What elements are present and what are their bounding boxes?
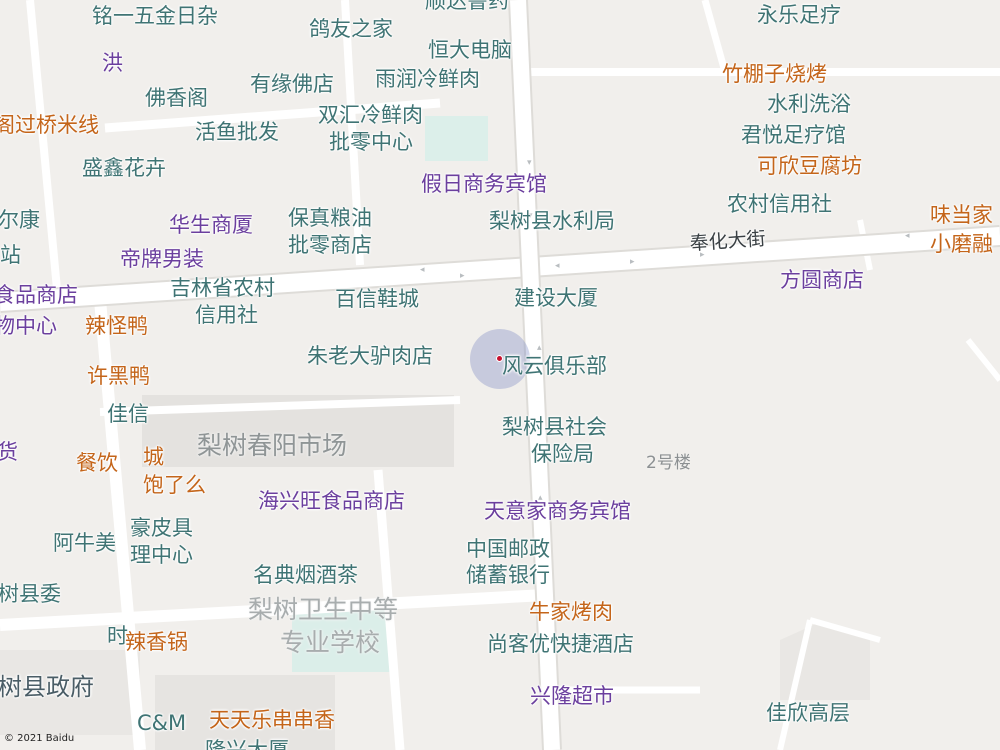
current-location-marker[interactable] bbox=[495, 354, 503, 362]
poi-label[interactable]: 梨树县社会 bbox=[502, 415, 607, 439]
poi-label[interactable]: 时 bbox=[107, 624, 128, 648]
poi-label[interactable]: 君悦足疗馆 bbox=[741, 123, 846, 147]
poi-label[interactable]: 假日商务宾馆 bbox=[421, 172, 547, 196]
poi-label[interactable]: 方圆商店 bbox=[780, 268, 864, 292]
poi-label[interactable]: 百信鞋城 bbox=[335, 287, 419, 311]
poi-label[interactable]: 鸽友之家 bbox=[309, 17, 393, 41]
poi-label[interactable]: 辣香锅 bbox=[125, 630, 188, 654]
poi-label[interactable]: 隆兴大厦 bbox=[205, 738, 289, 750]
poi-label[interactable]: 阁过桥米线 bbox=[0, 113, 99, 137]
poi-label[interactable]: 辣怪鸭 bbox=[85, 314, 148, 338]
svg-text:▴: ▴ bbox=[537, 343, 542, 353]
poi-label[interactable]: 永乐足疗 bbox=[757, 3, 841, 27]
svg-text:▾: ▾ bbox=[528, 211, 533, 221]
svg-text:◂: ◂ bbox=[420, 265, 425, 275]
poi-label[interactable]: 农村信用社 bbox=[727, 192, 832, 216]
svg-text:◂: ◂ bbox=[905, 231, 910, 241]
poi-label[interactable]: 树县委 bbox=[0, 582, 61, 606]
poi-label[interactable]: 饱了么 bbox=[143, 473, 206, 497]
map-copyright: © 2021 Baidu bbox=[4, 733, 75, 744]
poi-label[interactable]: 中国邮政 bbox=[466, 537, 550, 561]
poi-label[interactable]: 储蓄银行 bbox=[466, 563, 550, 587]
poi-label[interactable]: 餐饮 bbox=[76, 451, 118, 475]
poi-label[interactable]: 风云俱乐部 bbox=[502, 354, 607, 378]
poi-label[interactable]: 水利洗浴 bbox=[767, 92, 851, 116]
poi-label[interactable]: 味当家 bbox=[930, 203, 993, 227]
svg-text:▸: ▸ bbox=[700, 250, 705, 260]
poi-label[interactable]: C&M bbox=[137, 711, 187, 735]
poi-label[interactable]: 牛家烤肉 bbox=[529, 600, 613, 624]
poi-label[interactable]: 双汇冷鲜肉 bbox=[318, 103, 423, 127]
poi-label[interactable]: 朱老大驴肉店 bbox=[307, 344, 433, 368]
svg-text:▾: ▾ bbox=[527, 158, 532, 168]
poi-label[interactable]: 华生商厦 bbox=[169, 213, 253, 237]
area-label: 专业学校 bbox=[280, 628, 381, 657]
poi-label[interactable]: 佛香阁 bbox=[145, 86, 208, 110]
poi-label[interactable]: 尔康 bbox=[0, 208, 40, 232]
poi-label[interactable]: 保险局 bbox=[531, 442, 594, 466]
poi-label[interactable]: 可欣豆腐坊 bbox=[757, 154, 862, 178]
poi-label[interactable]: 阿牛美 bbox=[53, 531, 116, 555]
poi-label[interactable]: 铭一五金日杂 bbox=[92, 4, 218, 28]
poi-label[interactable]: 保真粮油 bbox=[288, 206, 372, 230]
poi-label[interactable]: 活鱼批发 bbox=[195, 120, 279, 144]
poi-label[interactable]: 竹棚子烧烤 bbox=[722, 62, 827, 86]
poi-label[interactable]: 佳欣高层 bbox=[766, 701, 850, 725]
svg-text:◂: ◂ bbox=[555, 261, 560, 271]
poi-label[interactable]: 帝牌男装 bbox=[120, 247, 204, 271]
poi-label[interactable]: 盛鑫花卉 bbox=[82, 156, 166, 180]
poi-label[interactable]: 食品商店 bbox=[0, 283, 78, 307]
poi-label[interactable]: 信用社 bbox=[195, 303, 258, 327]
svg-text:▸: ▸ bbox=[460, 271, 465, 281]
poi-label[interactable]: 批零中心 bbox=[329, 130, 413, 154]
poi-label[interactable]: 雨润冷鲜肉 bbox=[375, 67, 480, 91]
building-label: 2号楼 bbox=[646, 453, 691, 473]
poi-label[interactable]: 洪 bbox=[102, 51, 123, 75]
poi-label[interactable]: 理中心 bbox=[130, 543, 193, 567]
poi-label[interactable]: 海兴旺食品商店 bbox=[258, 489, 405, 513]
area-label: 梨树春阳市场 bbox=[197, 431, 348, 460]
poi-label[interactable]: 恒大电脑 bbox=[428, 38, 512, 62]
svg-text:▴: ▴ bbox=[538, 493, 543, 503]
poi-label[interactable]: 梨树县水利局 bbox=[489, 209, 615, 233]
poi-label[interactable]: 站 bbox=[0, 243, 21, 267]
poi-label[interactable]: 批零商店 bbox=[288, 233, 372, 257]
poi-label[interactable]: 城 bbox=[143, 445, 164, 469]
poi-label[interactable]: 名典烟酒茶 bbox=[253, 563, 358, 587]
poi-label[interactable]: 顺达鲁药 bbox=[425, 0, 509, 13]
area-label: 梨树卫生中等 bbox=[248, 595, 399, 624]
poi-label[interactable]: 货 bbox=[0, 440, 18, 464]
poi-label[interactable]: 树县政府 bbox=[0, 673, 94, 701]
poi-label[interactable]: 尚客优快捷酒店 bbox=[487, 632, 634, 656]
poi-label[interactable]: 兴隆超市 bbox=[530, 684, 614, 708]
poi-label[interactable]: 佳信 bbox=[107, 402, 149, 426]
svg-text:▸: ▸ bbox=[630, 257, 635, 267]
poi-label[interactable]: 许黑鸭 bbox=[87, 364, 150, 388]
poi-label[interactable]: 建设大厦 bbox=[514, 286, 598, 310]
poi-label[interactable]: 吉林省农村 bbox=[170, 276, 275, 300]
poi-label[interactable]: 豪皮具 bbox=[130, 516, 193, 540]
poi-label[interactable]: 物中心 bbox=[0, 314, 57, 338]
poi-label[interactable]: 天天乐串串香 bbox=[209, 708, 335, 732]
poi-label[interactable]: 天意家商务宾馆 bbox=[484, 499, 631, 523]
poi-label[interactable]: 小磨融 bbox=[930, 232, 993, 256]
poi-label[interactable]: 有缘佛店 bbox=[250, 72, 334, 96]
